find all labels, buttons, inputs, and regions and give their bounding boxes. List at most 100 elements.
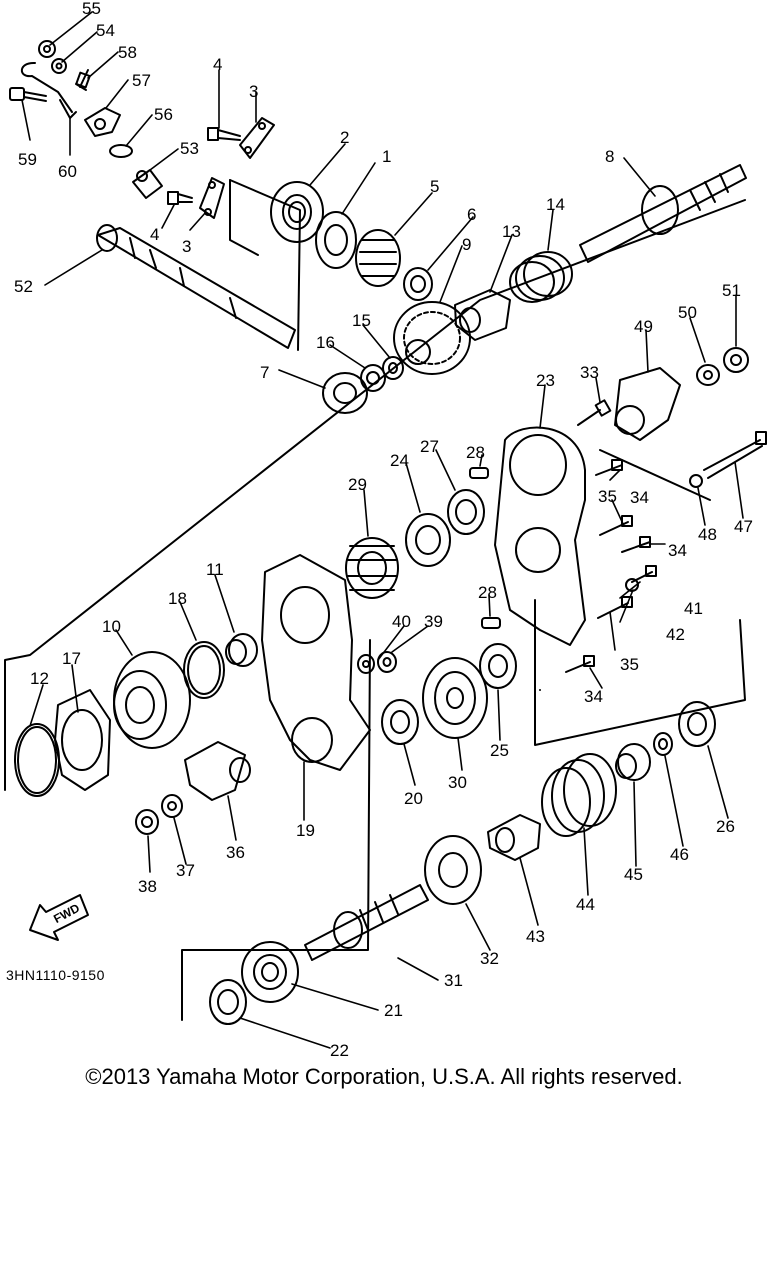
part-label: 50 (678, 303, 697, 322)
shaft-31 (304, 884, 429, 961)
nut-51 (723, 347, 749, 373)
part-label: 28 (478, 583, 497, 602)
pin-28-upper (469, 467, 489, 479)
part-label: 18 (168, 589, 187, 608)
bolt-4-upper (207, 127, 241, 141)
part-label: 19 (296, 821, 315, 840)
part-label: 8 (605, 147, 614, 166)
spring-14 (509, 251, 573, 303)
ring-gear-9 (393, 301, 471, 375)
part-label: 34 (584, 687, 603, 706)
part-label: 4 (213, 55, 222, 74)
bearing-7 (322, 372, 368, 414)
drive-shaft-52 (96, 224, 296, 349)
part-label: 27 (420, 437, 439, 456)
pin-28-lower (481, 617, 501, 629)
part-label: 46 (670, 845, 689, 864)
part-label: 15 (352, 311, 371, 330)
bolt-34-a (595, 459, 623, 476)
part-label: 1 (382, 147, 391, 166)
part-label: 3 (249, 82, 258, 101)
gear-32 (424, 835, 482, 905)
oring-12 (14, 723, 60, 797)
part-label: 2 (340, 128, 349, 147)
bolt-58 (75, 69, 91, 91)
plate-3-upper (239, 117, 275, 159)
shaft-8 (579, 164, 747, 263)
part-label: 16 (316, 333, 335, 352)
bearing-20 (381, 699, 419, 745)
washer-54 (51, 58, 67, 74)
part-label: 35 (620, 655, 639, 674)
washer-37 (161, 794, 183, 818)
part-label: 58 (118, 43, 137, 62)
collar-45 (615, 743, 651, 781)
part-label: 51 (722, 281, 741, 300)
part-label: 6 (467, 205, 476, 224)
part-label: 3 (182, 237, 191, 256)
part-label: 12 (30, 669, 49, 688)
part-label: 47 (734, 517, 753, 536)
drawing-code: 3HN1110-9150 (6, 967, 105, 983)
gear-29 (345, 537, 399, 599)
part-label: 11 (206, 560, 224, 579)
shim-1 (315, 211, 357, 269)
part-label: 30 (448, 773, 467, 792)
part-label: 54 (96, 21, 115, 40)
washer-48 (689, 474, 703, 488)
fwd-label: FWD (51, 901, 82, 926)
part-label: 9 (462, 235, 471, 254)
part-label: 25 (490, 741, 509, 760)
washer-15 (382, 356, 404, 380)
bearing-26 (678, 701, 716, 747)
washer-40 (357, 654, 375, 674)
bolt-4-lower (167, 191, 193, 205)
part-label: 45 (624, 865, 643, 884)
part-label: 55 (82, 0, 101, 18)
case-cover-23 (494, 426, 586, 646)
part-label: 13 (502, 222, 521, 241)
bolt-35-a (599, 515, 633, 536)
group-frame-lines (4, 179, 746, 1021)
bolt-33 (577, 399, 612, 426)
part-label: 28 (466, 443, 485, 462)
part-label: 29 (348, 475, 367, 494)
bearing-2 (270, 181, 324, 243)
yoke-36 (184, 741, 251, 801)
arm-57 (84, 107, 121, 137)
part-label: 7 (260, 363, 269, 382)
bolt-34-b (621, 536, 651, 553)
fwd-arrow-icon (29, 894, 89, 941)
washer-50 (696, 364, 720, 386)
part-label: 5 (430, 177, 439, 196)
collar-6 (403, 267, 433, 301)
part-label: 38 (138, 877, 157, 896)
bearing-21 (241, 941, 299, 1003)
nut-38 (135, 809, 159, 835)
oring-56 (109, 144, 133, 158)
part-label: 41 (684, 599, 703, 618)
part-label: 37 (176, 861, 195, 880)
case-19 (261, 554, 371, 771)
part-label: 52 (14, 277, 33, 296)
bevel-gear-5 (355, 229, 401, 287)
seal-22 (209, 979, 247, 1025)
part-label: 34 (668, 541, 687, 560)
part-label: 17 (62, 649, 81, 668)
gasket-17 (54, 689, 111, 791)
part-label: 20 (404, 789, 423, 808)
part-label: 48 (698, 525, 717, 544)
part-label: 44 (576, 895, 595, 914)
part-label: 26 (716, 817, 735, 836)
shaft-53 (132, 169, 163, 199)
part-label: 10 (102, 617, 121, 636)
part-label: 53 (180, 139, 199, 158)
bolt-34-c (565, 655, 595, 673)
nut-55 (38, 40, 56, 58)
part-label: 43 (526, 927, 545, 946)
washer-46 (653, 732, 673, 756)
part-label: 24 (390, 451, 409, 470)
part-label: 21 (384, 1001, 403, 1020)
dog-clutch-13 (454, 289, 511, 341)
oring-18 (183, 641, 225, 699)
